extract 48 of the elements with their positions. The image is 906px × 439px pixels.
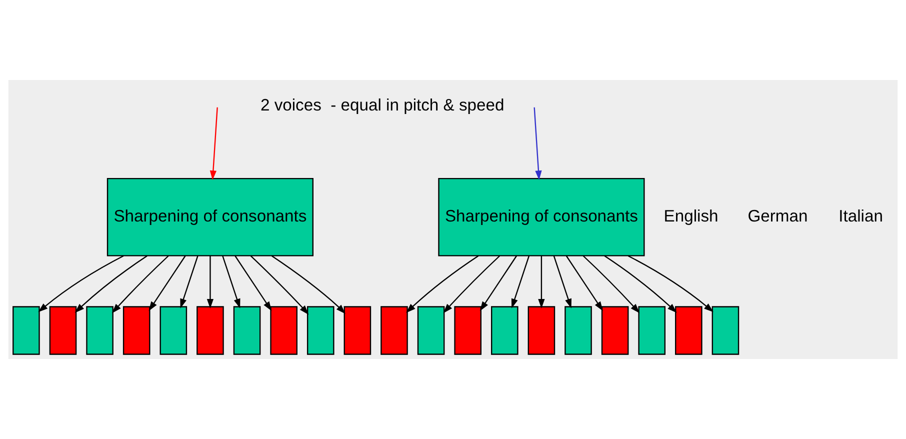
arrow <box>271 255 346 314</box>
node-box <box>454 306 482 355</box>
node-box <box>306 306 334 355</box>
node-box <box>601 306 629 355</box>
arrow <box>112 255 169 314</box>
node-box <box>380 306 408 355</box>
arrow <box>222 256 240 308</box>
label: German <box>748 206 808 226</box>
label: Italian <box>838 206 883 226</box>
label: 2 voices - equal in pitch & speed <box>260 96 504 115</box>
node-box <box>491 306 518 355</box>
node-box <box>122 306 150 355</box>
arrow <box>38 255 124 312</box>
node-box <box>564 306 592 355</box>
arrow <box>180 256 198 308</box>
node-box <box>270 306 298 355</box>
node-box <box>417 306 445 355</box>
node-box: Sharpening of consonants <box>438 178 645 256</box>
arrow <box>206 256 214 308</box>
arrow <box>553 256 572 308</box>
node-box <box>528 306 556 355</box>
arrow <box>604 255 677 313</box>
arrow <box>566 256 603 312</box>
arrow <box>511 256 530 308</box>
arrow <box>234 256 272 312</box>
node-box <box>12 306 40 355</box>
node-box <box>712 306 740 355</box>
arrow <box>628 255 714 312</box>
arrow <box>74 255 148 313</box>
arrow <box>443 255 500 314</box>
node-box <box>233 306 261 355</box>
arrow <box>582 255 640 314</box>
arrow <box>250 255 309 315</box>
node-box <box>49 306 77 355</box>
arrow <box>406 255 479 313</box>
node-box: Sharpening of consonants <box>106 178 314 256</box>
node-box <box>344 306 372 355</box>
node-box <box>160 306 188 355</box>
node-box <box>196 306 224 355</box>
arrow <box>534 107 542 180</box>
arrow <box>538 256 545 308</box>
label: English <box>664 206 718 226</box>
arrow <box>148 256 186 312</box>
arrow <box>210 107 218 180</box>
node-box <box>675 306 702 355</box>
arrow <box>480 256 518 312</box>
node-box <box>638 306 666 355</box>
node-box <box>86 306 114 355</box>
